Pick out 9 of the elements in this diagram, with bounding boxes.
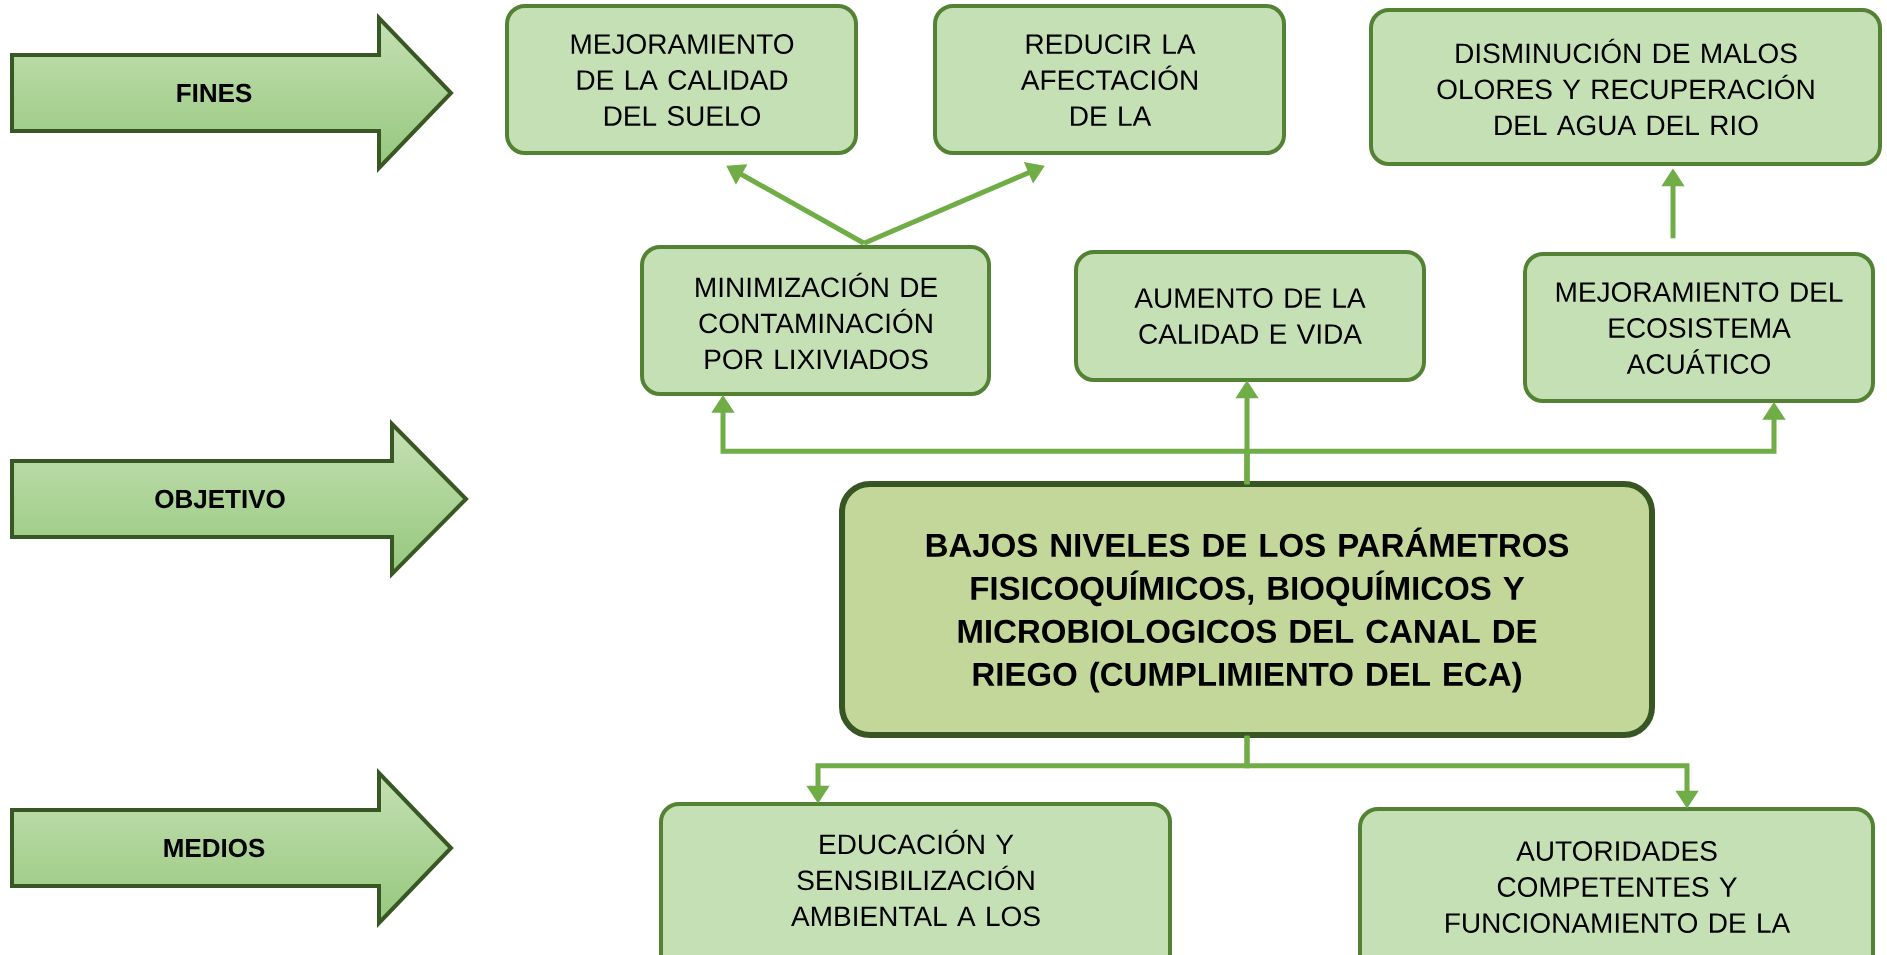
objective-box: BAJOS NIVELES DE LOS PARÁMETROS FISICOQUÍMICOS, BIOQUÍMICOS Y MICROBIOLOGICOS DEL CANAL DE RIEGO (CUMPLIMIENTO DEL ECA): [839, 481, 1655, 738]
process-box: EDUCACIÓN Y SENSIBILIZACIÓN AMBIENTAL A LOS: [659, 802, 1172, 955]
process-box: MEJORAMIENTO DEL ECOSISTEMA ACUÁTICO: [1523, 252, 1875, 403]
process-box: DISMINUCIÓN DE MALOS OLORES Y RECUPERACIÓN DEL AGUA DEL RIO: [1369, 8, 1882, 166]
process-box: MEJORAMIENTO DE LA CALIDAD DEL SUELO: [505, 4, 858, 155]
process-box: REDUCIR LA AFECTACIÓN DE LA: [933, 4, 1286, 155]
process-box: AUMENTO DE LA CALIDAD E VIDA: [1074, 250, 1426, 382]
process-box: AUTORIDADES COMPETENTES Y FUNCIONAMIENTO DE LA: [1358, 807, 1875, 955]
process-box: MINIMIZACIÓN DE CONTAMINACIÓN POR LIXIVIADOS: [640, 245, 991, 396]
